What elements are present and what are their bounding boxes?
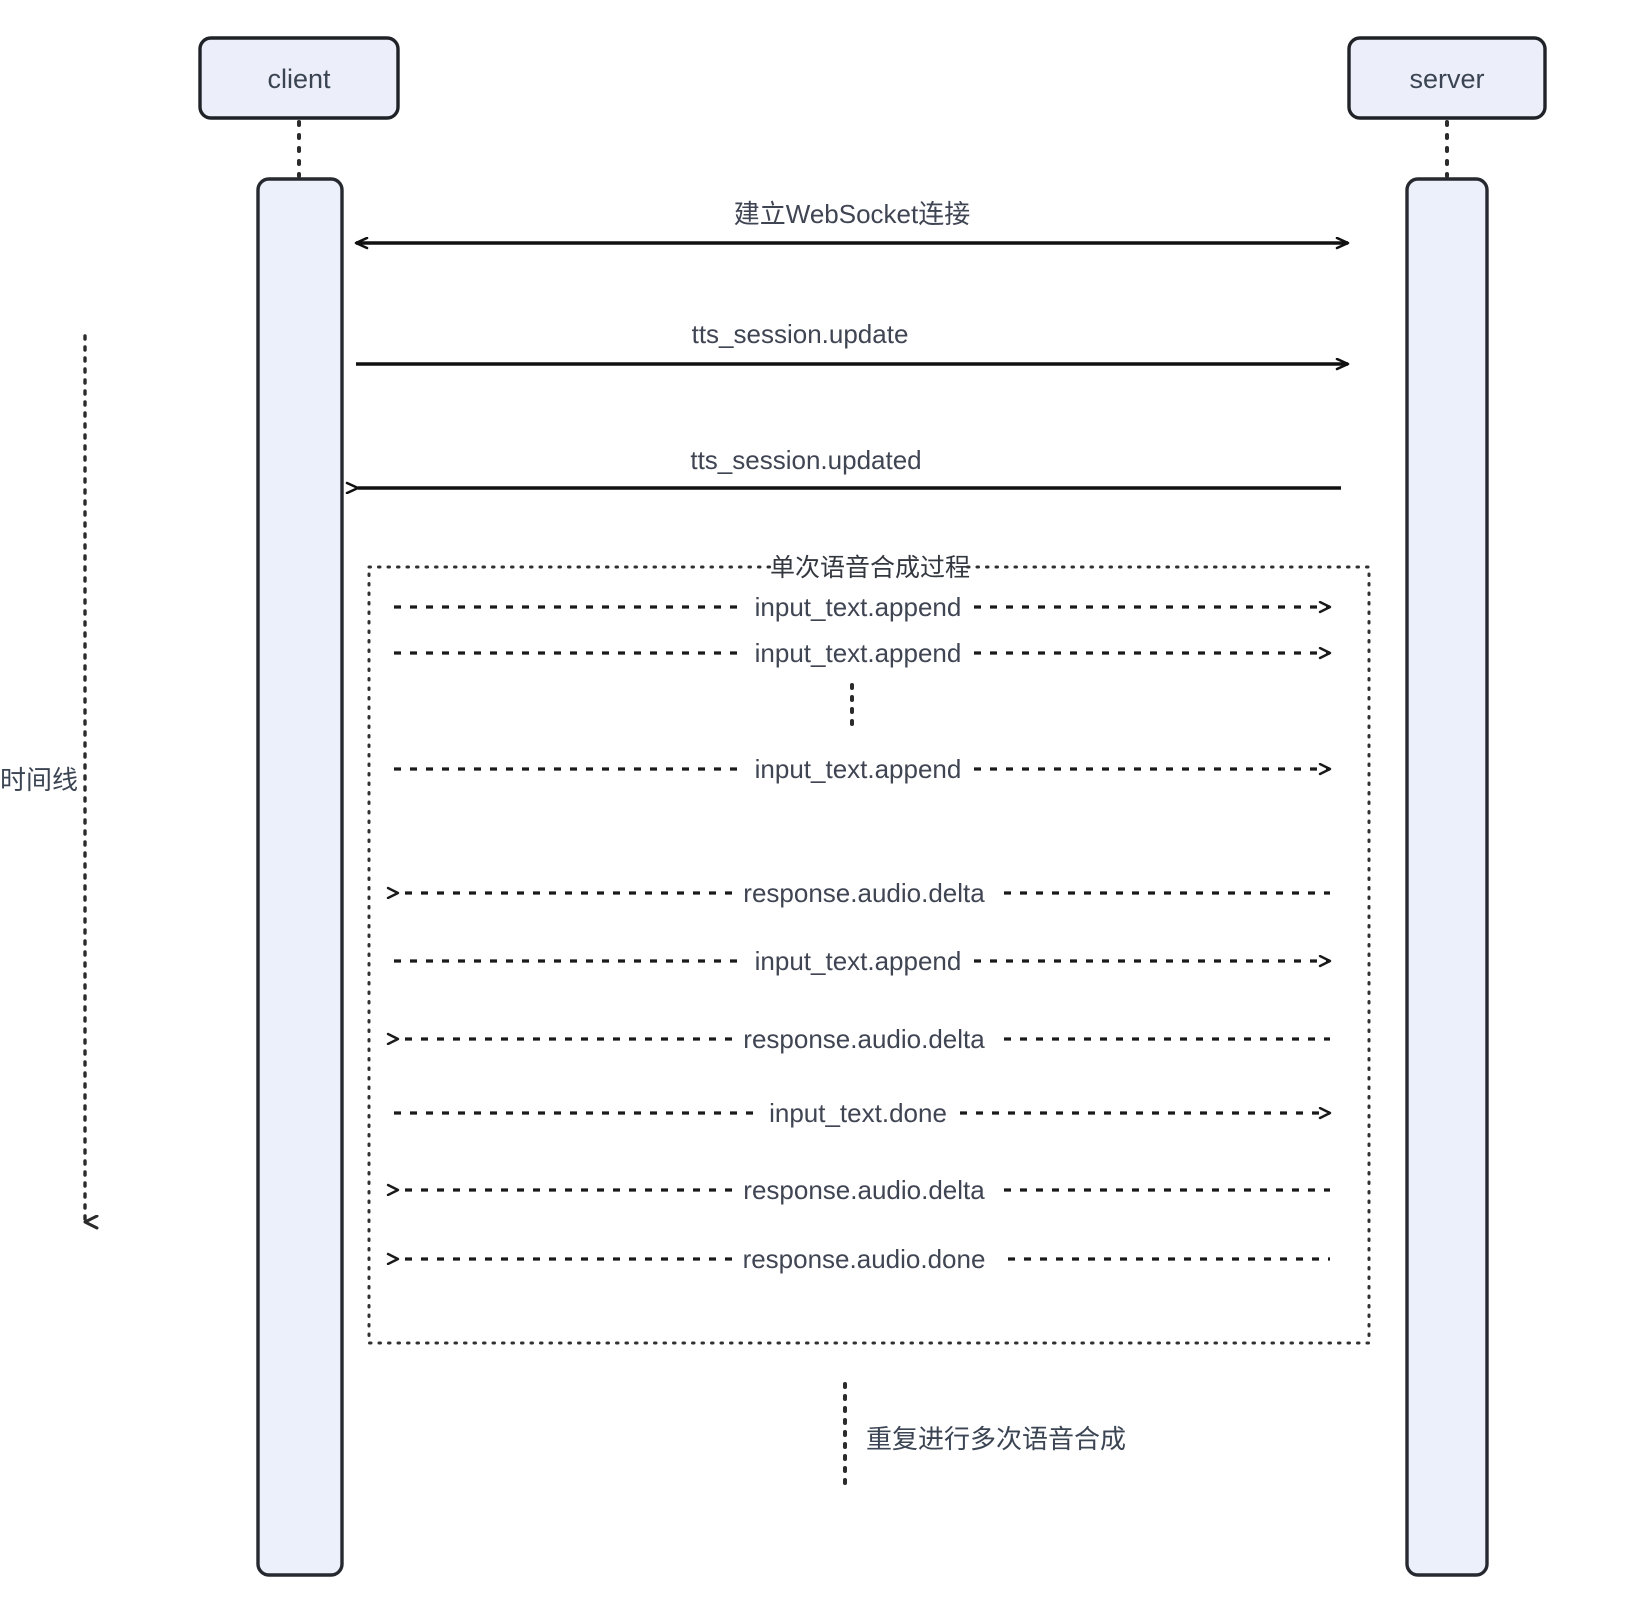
group-box-label: 单次语音合成过程 [770,554,970,582]
group-box-frame [367,565,1371,1345]
activation-bar-client[interactable] [256,177,344,1577]
group-box-label-bg [775,551,965,583]
message-label: input_text.append [755,638,962,668]
message-input-text-done[interactable]: input_text.done [394,1098,1330,1128]
message-label: input_text.append [755,592,962,622]
activation-bar-server[interactable] [1405,177,1489,1577]
message-establish-websocket[interactable]: 建立WebSocket连接 [356,199,1348,243]
timeline-group: 时间线 [0,334,85,1222]
message-input-text-append-1[interactable]: input_text.append [394,592,1330,622]
message-label: input_text.done [769,1098,947,1128]
actor-server[interactable]: server [1347,36,1547,120]
actor-client-box[interactable] [198,36,400,120]
timeline-label: 时间线 [0,765,78,795]
message-label: response.audio.delta [743,1024,985,1054]
message-label: 建立WebSocket连接 [734,199,970,229]
message-label: tts_session.updated [690,445,921,475]
repeat-note-label: 重复进行多次语音合成 [866,1424,1126,1454]
message-label: tts_session.update [692,319,909,349]
message-response-audio-delta-1[interactable]: response.audio.delta [398,878,1330,908]
message-label: response.audio.delta [743,878,985,908]
message-input-text-append-2[interactable]: input_text.append [394,638,1330,668]
message-tts-session-updated[interactable]: tts_session.updated [358,445,1341,488]
actor-client[interactable]: client [198,36,400,120]
message-label: input_text.append [755,946,962,976]
actor-server-label: server [1409,64,1484,94]
message-input-text-append-3[interactable]: input_text.append [394,754,1330,784]
repeat-note: 重复进行多次语音合成 [843,1382,1126,1494]
actor-client-label: client [267,64,331,94]
message-input-text-append-4[interactable]: input_text.append [394,946,1330,976]
message-response-audio-delta-2[interactable]: response.audio.delta [398,1024,1330,1054]
message-response-audio-done[interactable]: response.audio.done [398,1244,1330,1274]
message-label: response.audio.delta [743,1175,985,1205]
message-tts-session-update[interactable]: tts_session.update [356,319,1348,364]
group-box: 单次语音合成过程 [367,551,1371,1345]
message-label: response.audio.done [743,1244,986,1274]
actor-server-box[interactable] [1347,36,1547,120]
message-label: input_text.append [755,754,962,784]
message-response-audio-delta-3[interactable]: response.audio.delta [398,1175,1330,1205]
